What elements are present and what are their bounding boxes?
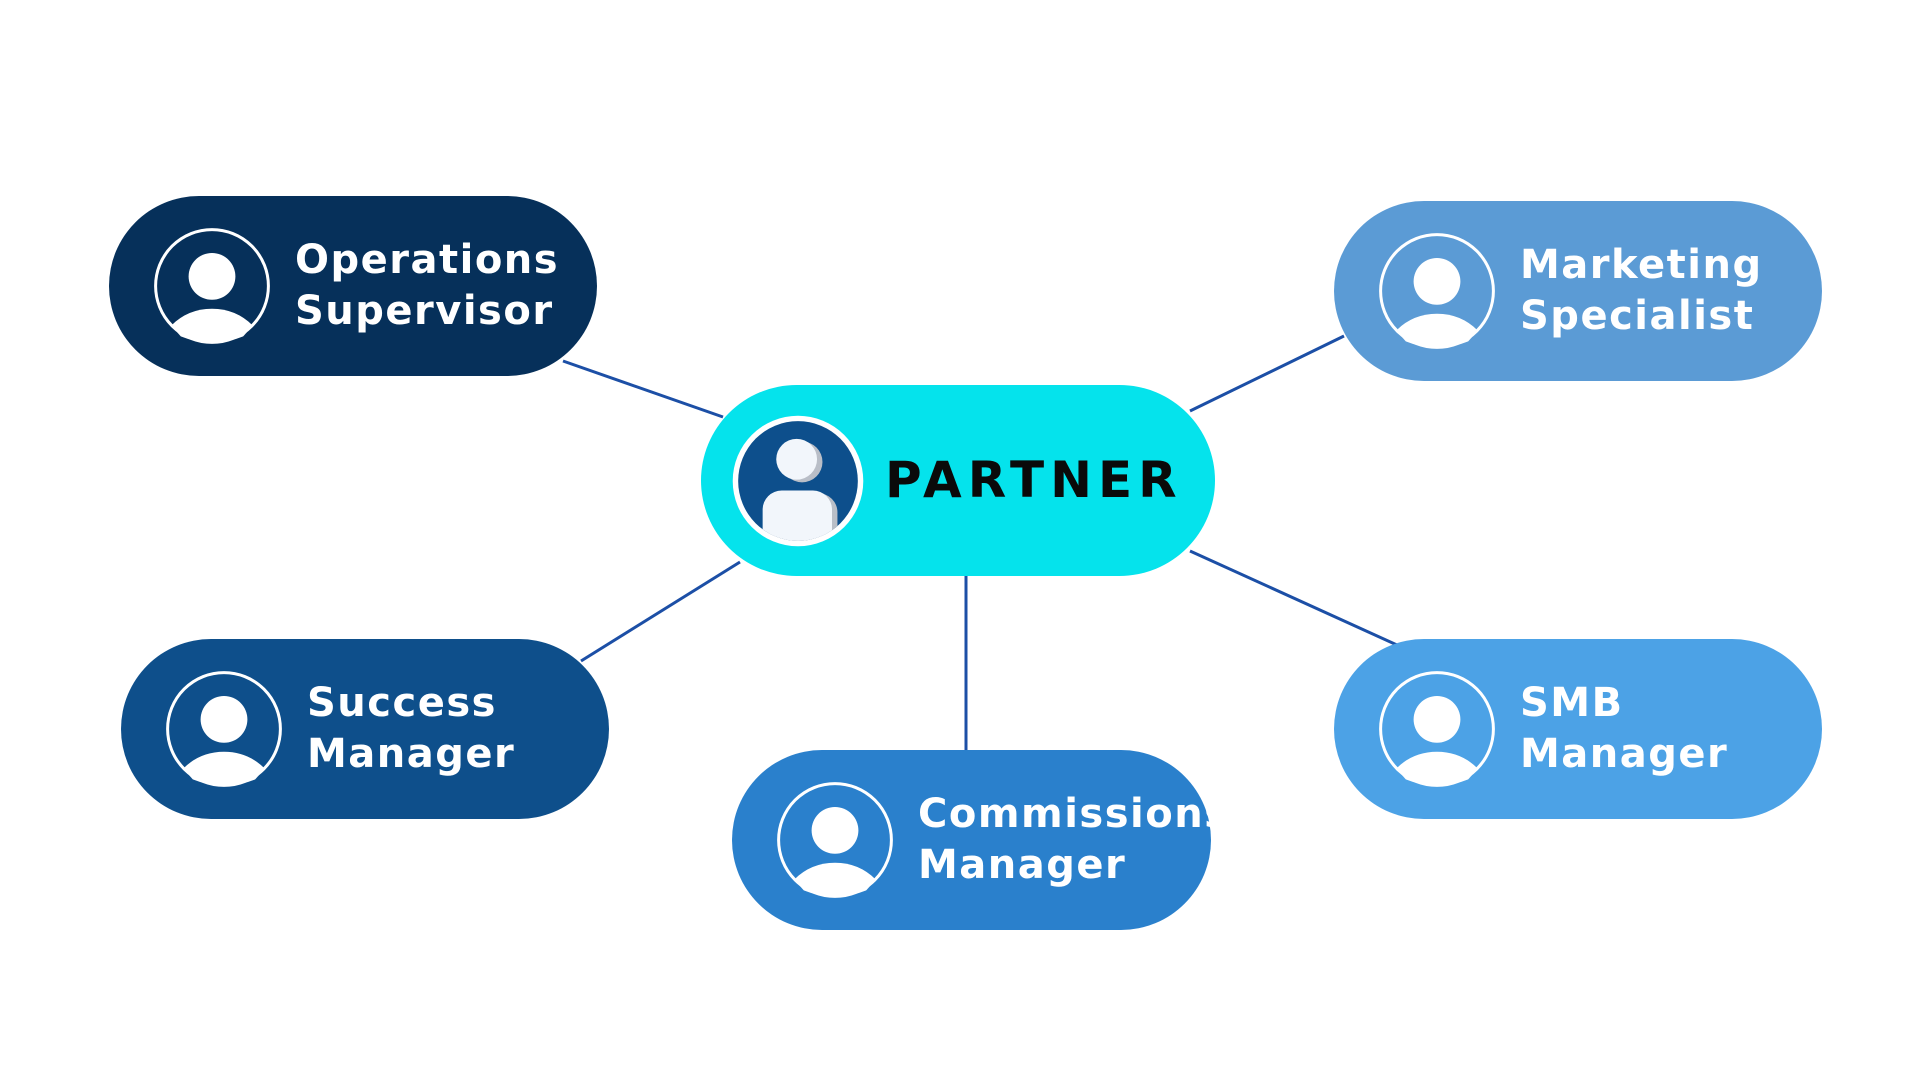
node-label-line2: Manager (918, 842, 1127, 888)
smb-manager-node: SMB Manager (1334, 639, 1822, 819)
node-label-line2: Manager (307, 731, 516, 777)
operations-supervisor-node: Operations Supervisor (109, 196, 597, 376)
commissions-manager-node: Commissions Manager (732, 750, 1228, 930)
partner-label: PARTNER (885, 451, 1183, 509)
success-manager-node: Success Manager (121, 639, 609, 819)
connector-smb (1189, 549, 1398, 647)
node-label-line1: Commissions (918, 791, 1230, 837)
connector-ops (562, 359, 724, 419)
node-label-line1: Operations (295, 237, 560, 283)
connector-marketing (1189, 334, 1345, 413)
node-label-line2: Supervisor (295, 288, 554, 334)
user-icon (166, 671, 282, 787)
node-label-line1: Marketing (1520, 242, 1763, 288)
user-icon (732, 415, 864, 546)
marketing-specialist-node: Marketing Specialist (1334, 201, 1822, 381)
node-label-line1: SMB (1520, 680, 1624, 726)
connector-success (580, 560, 741, 663)
user-icon (154, 228, 270, 344)
node-label-line2: Specialist (1520, 293, 1755, 339)
user-icon (1379, 233, 1495, 349)
node-label-line2: Manager (1520, 731, 1729, 777)
user-icon (1379, 671, 1495, 787)
user-icon (777, 782, 893, 898)
node-label-line1: Success (307, 680, 497, 726)
partner-node: PARTNER (701, 385, 1215, 576)
